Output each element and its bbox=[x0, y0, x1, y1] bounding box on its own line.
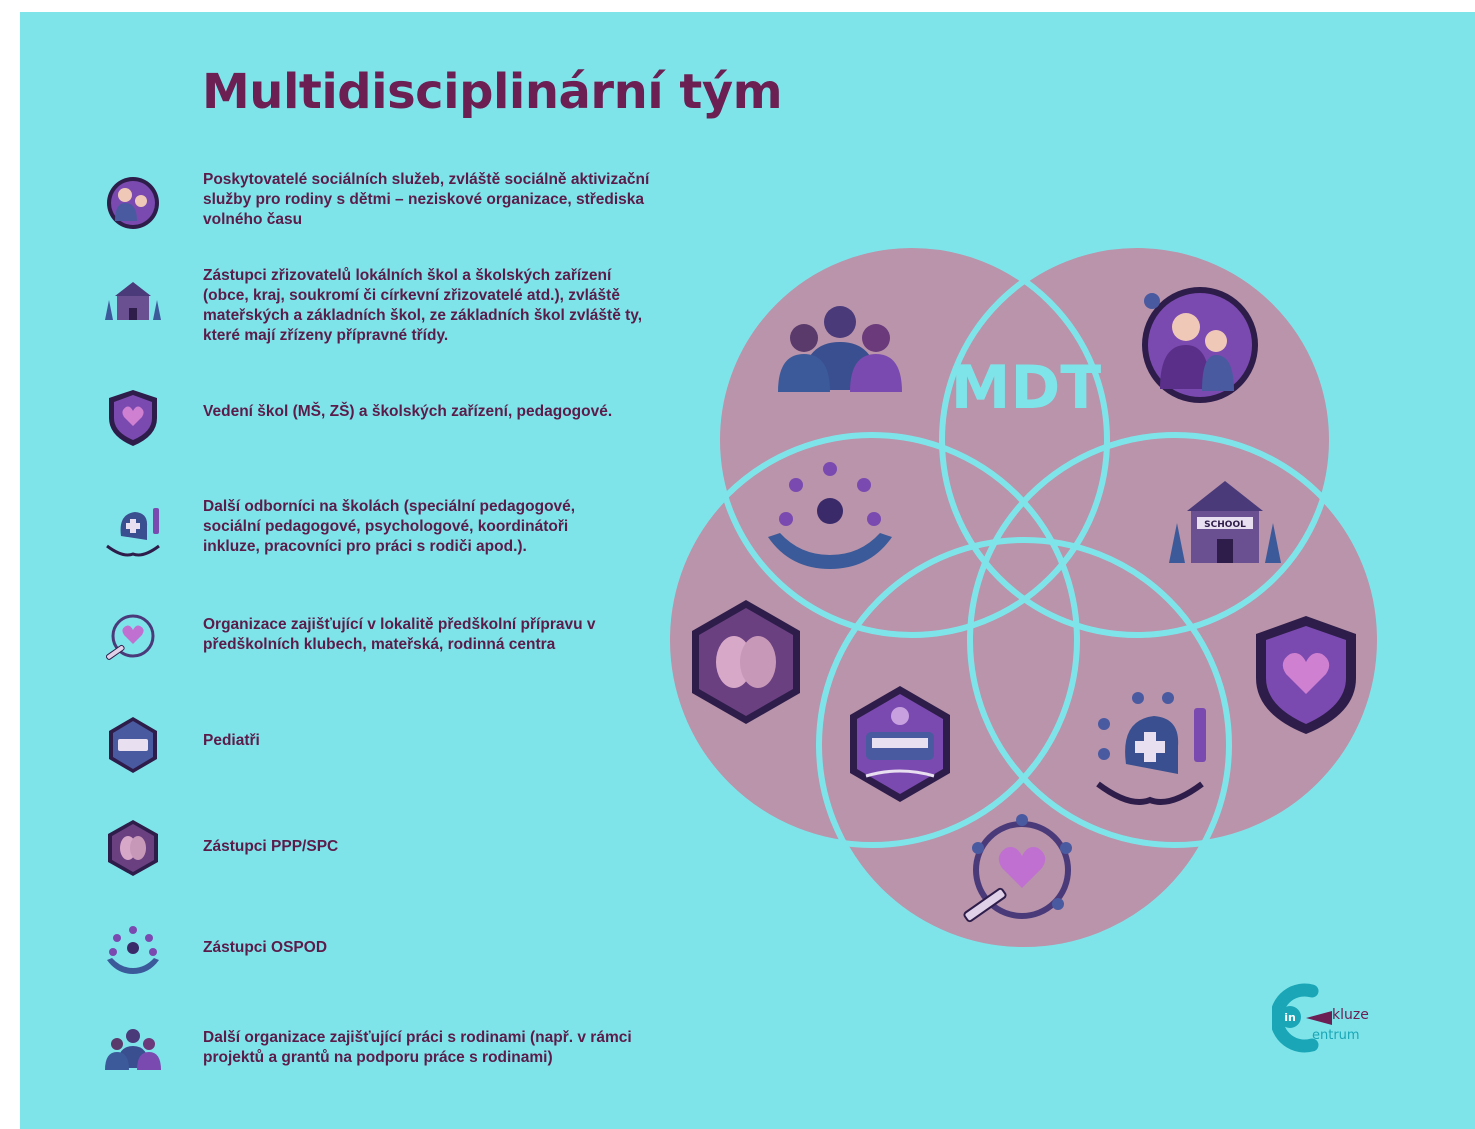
list-item-text: Pediatři bbox=[203, 732, 260, 749]
list-item-text: Zástupci OSPOD bbox=[203, 939, 328, 956]
list-item: Poskytovatelé sociálních služeb, zvláště… bbox=[0, 170, 700, 260]
list-item: Organizace zajišťující v lokalitě předšk… bbox=[0, 615, 700, 705]
list-item: Další organizace zajišťující práci s rod… bbox=[0, 1028, 700, 1118]
list-item: Zástupci PPP/SPC bbox=[0, 837, 700, 927]
logo-in: in bbox=[1284, 1011, 1296, 1024]
list-item-text: Další organizace zajišťující práci s rod… bbox=[203, 1029, 632, 1066]
heart-shield-icon bbox=[1256, 616, 1356, 734]
brain-hexagon-icon bbox=[692, 600, 800, 724]
list-item-text: Další odborníci na školách (speciální pe… bbox=[203, 498, 576, 555]
list-item-text: Vedení škol (MŠ, ZŠ) a školských zařízen… bbox=[203, 403, 613, 420]
list-item: Zástupci zřizovatelů lokálních škol a šk… bbox=[0, 266, 700, 356]
list-item: Další odborníci na školách (speciální pe… bbox=[0, 497, 700, 587]
list-item-text: Poskytovatelé sociálních služeb, zvláště… bbox=[203, 171, 650, 228]
bus-hand-icon bbox=[850, 686, 950, 802]
mdt-label: MDT bbox=[951, 353, 1102, 423]
mother-child-icon bbox=[1142, 287, 1258, 403]
logo-entrum: entrum bbox=[1312, 1028, 1360, 1043]
family-icon bbox=[778, 306, 902, 392]
heart-network-pencil-icon bbox=[963, 814, 1072, 923]
head-cross-hands-icon bbox=[1096, 692, 1206, 805]
list-item-text: Zástupci zřizovatelů lokálních škol a šk… bbox=[203, 267, 643, 344]
list-item-text: Zástupci PPP/SPC bbox=[203, 838, 339, 855]
venn-circle bbox=[819, 540, 1229, 950]
list-item: Pediatři bbox=[0, 731, 700, 821]
people-circle-hands-icon bbox=[768, 462, 892, 569]
school-icon: SCHOOL bbox=[1169, 481, 1281, 563]
list-item-text: Organizace zajišťující v lokalitě předšk… bbox=[203, 616, 596, 653]
list-item: Vedení škol (MŠ, ZŠ) a školských zařízen… bbox=[0, 402, 700, 492]
page-title: Multidisciplinární tým bbox=[202, 64, 783, 120]
svg-text:SCHOOL: SCHOOL bbox=[1204, 520, 1246, 530]
logo-kluze: kluze bbox=[1332, 1007, 1369, 1023]
inkluze-centrum-logo: in kluze entrum bbox=[1272, 983, 1369, 1053]
list-item: Zástupci OSPOD bbox=[0, 938, 700, 1028]
